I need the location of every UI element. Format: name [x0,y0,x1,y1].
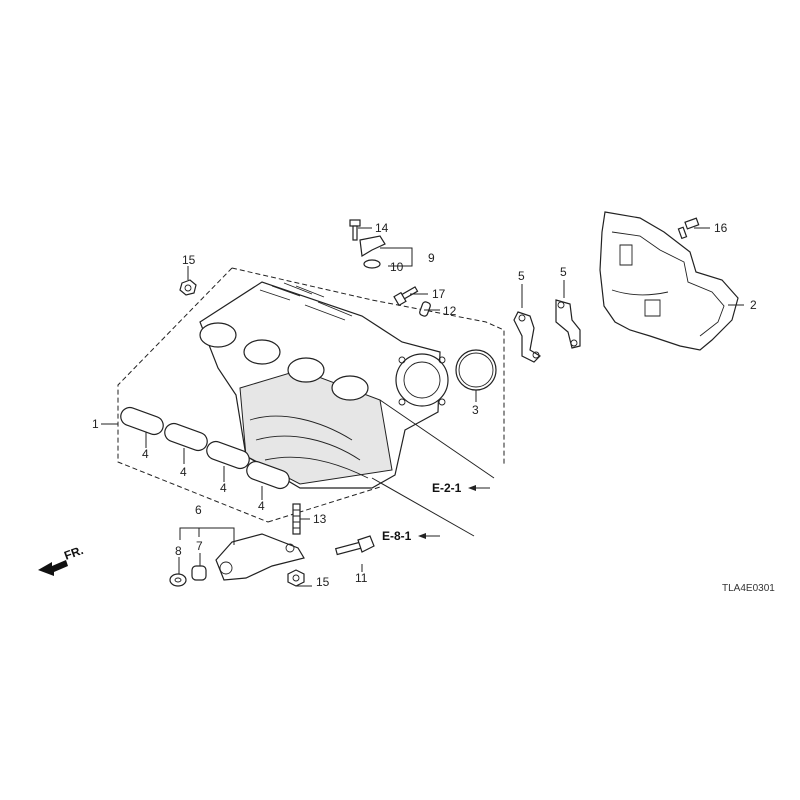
leader-lines [101,227,744,587]
callout-4c: 4 [220,481,227,495]
front-label: FR. [62,543,85,563]
pin-12 [419,301,431,317]
front-arrow-icon [38,560,68,576]
bracket-right [555,299,581,349]
callout-15-top: 15 [182,253,196,267]
engine-cover [599,211,739,351]
callout-1: 1 [92,417,99,431]
washer-8 [169,573,187,587]
intake-manifold-body [199,281,449,489]
ref-e-8-1[interactable]: E-8-1 [382,529,412,543]
bolt-16 [677,217,700,240]
callout-3: 3 [472,403,479,417]
ref-e-2-1[interactable]: E-2-1 [432,481,462,495]
collar-7 [191,565,207,581]
callout-9: 9 [428,251,435,265]
bracket-left [513,311,541,363]
bracket-6 [215,533,305,581]
callout-11: 11 [355,571,368,585]
callout-4a: 4 [142,447,149,461]
ref-arrows [418,485,490,539]
callout-16: 16 [714,221,728,235]
callout-4d: 4 [258,499,265,513]
callout-13: 13 [313,512,327,526]
diagram-code: TLA4E0301 [722,583,775,594]
callout-4b: 4 [180,465,187,479]
bolt-14 [349,219,361,241]
nut-15-bottom [287,569,305,587]
stud-13 [292,503,301,535]
callout-12: 12 [443,304,457,318]
callout-5b: 5 [560,265,567,279]
callout-15-bottom: 15 [316,575,330,589]
callout-8: 8 [175,544,182,558]
callout-10: 10 [390,260,404,274]
oring-10 [363,259,381,269]
bolt-11 [334,535,375,556]
callout-5a: 5 [518,269,525,283]
port-gaskets [120,406,290,490]
callout-17: 17 [432,287,446,301]
throttle-oring [455,349,497,391]
callout-6: 6 [195,503,202,517]
callout-2: 2 [750,298,757,312]
callout-7: 7 [196,539,203,553]
bolt-17 [393,286,419,307]
nut-15-top [179,279,197,296]
sensor-9 [359,235,386,257]
callout-14: 14 [375,221,389,235]
